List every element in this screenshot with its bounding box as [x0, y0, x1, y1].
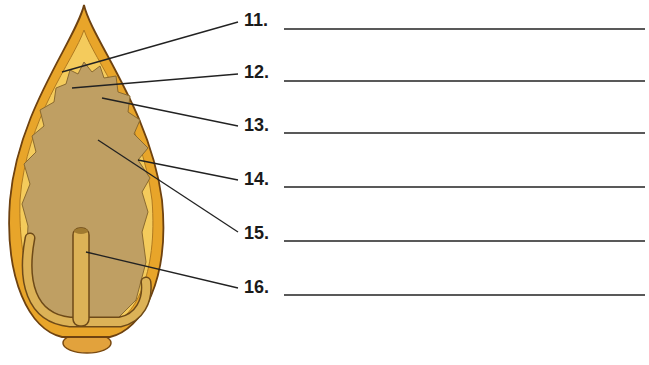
callout-number: 11.	[244, 11, 268, 29]
callout-number: 12.	[244, 63, 269, 81]
callout-number: 15.	[244, 224, 269, 242]
callout-number: 16.	[244, 278, 269, 296]
callout-number: 13.	[244, 116, 269, 134]
callout-number: 14.	[244, 170, 269, 188]
